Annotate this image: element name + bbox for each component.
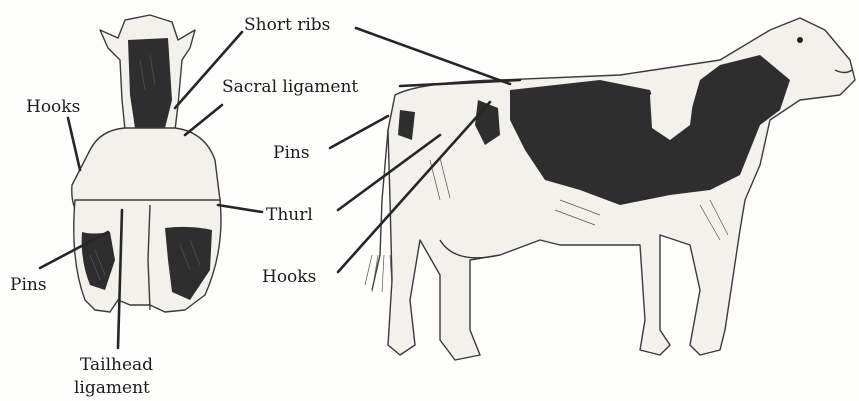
label-pins-rear: Pins (10, 275, 47, 295)
label-hooks-side: Hooks (262, 267, 316, 287)
label-hooks-rear: Hooks (26, 97, 80, 117)
rear-view-cow (72, 15, 221, 312)
label-sacral-ligament: Sacral ligament (222, 77, 358, 97)
label-tailhead-line2: ligament (74, 378, 150, 398)
side-view-cow (365, 18, 855, 360)
leader-thurl-rear (218, 205, 262, 212)
leader-sacral-rear (185, 105, 222, 135)
label-thurl: Thurl (266, 205, 313, 225)
leader-hooks-rear (68, 118, 80, 170)
label-pins-side: Pins (273, 143, 310, 163)
label-short-ribs: Short ribs (244, 15, 330, 35)
leader-pins-side (330, 116, 388, 148)
leader-short-ribs-side (356, 28, 510, 84)
label-tailhead-line1: Tailhead (80, 355, 153, 375)
